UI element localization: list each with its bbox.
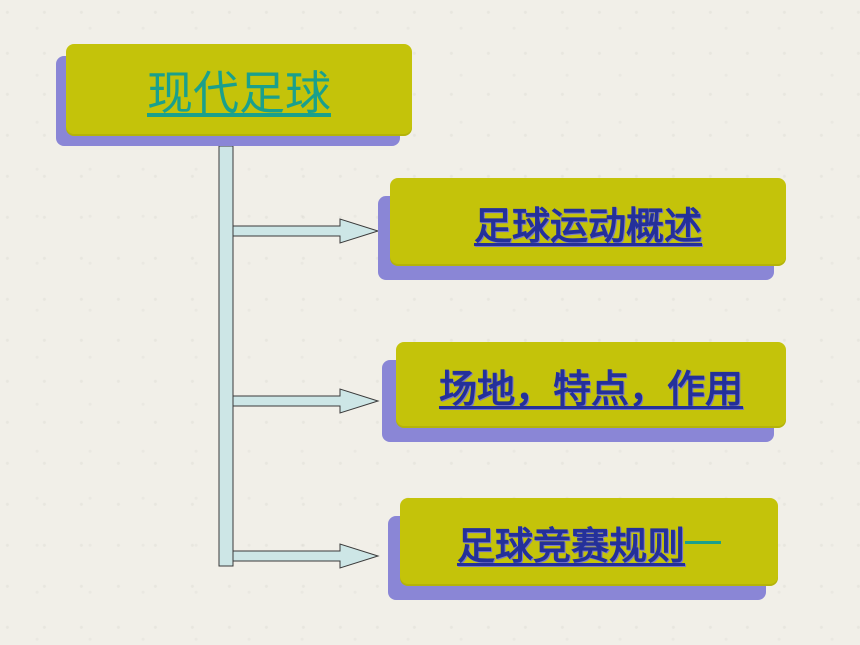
child-node-3[interactable]: 足球竞赛规则 — [388, 498, 778, 600]
connector-arrow-3 — [232, 543, 380, 569]
child-node-2[interactable]: 场地，特点，作用 — [382, 342, 786, 442]
connector-trunk — [218, 145, 234, 567]
root-node[interactable]: 现代足球 — [56, 44, 412, 146]
root-node-face: 现代足球 — [66, 44, 412, 136]
child-node-1[interactable]: 足球运动概述 — [378, 178, 786, 280]
root-node-link[interactable]: 现代足球 — [147, 66, 331, 120]
connector-arrow-2 — [232, 388, 380, 414]
child-node-1-link[interactable]: 足球运动概述 — [473, 203, 702, 248]
child-node-2-face: 场地，特点，作用 — [396, 342, 786, 428]
trailing-underline — [685, 540, 721, 544]
child-node-3-face: 足球竞赛规则 — [400, 498, 778, 586]
connector-arrow-1 — [232, 218, 380, 244]
child-node-1-face: 足球运动概述 — [390, 178, 786, 266]
child-node-2-link[interactable]: 场地，特点，作用 — [438, 366, 743, 411]
child-node-3-link[interactable]: 足球竞赛规则 — [456, 523, 685, 568]
